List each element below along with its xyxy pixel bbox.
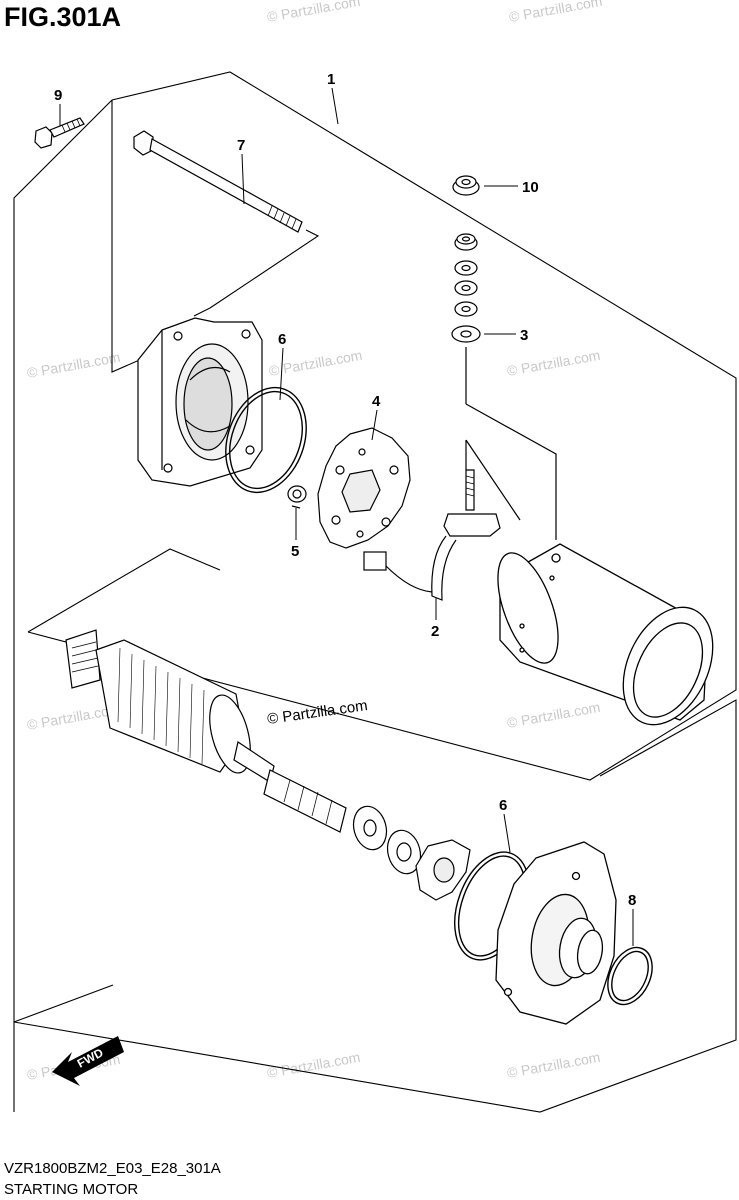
- watermark: © Partzilla.com: [506, 347, 602, 379]
- callout-7: 7: [237, 137, 245, 154]
- front-housing: [495, 841, 617, 1025]
- nut-part-10: [452, 175, 480, 196]
- callout-6-lower: 6: [499, 797, 507, 814]
- washer-stack-part-3: [451, 233, 557, 540]
- bushing-part-5: [287, 485, 307, 509]
- watermark-center: © Partzilla.com: [266, 697, 368, 728]
- o-ring-part-6-upper: [225, 386, 307, 494]
- callout-2: 2: [431, 623, 439, 640]
- model-code: VZR1800BZM2_E03_E28_301A: [4, 1160, 221, 1177]
- callout-8: 8: [628, 892, 636, 909]
- callout-1: 1: [327, 71, 335, 88]
- brush-holder-plate-part-4: [317, 427, 411, 549]
- watermark: © Partzilla.com: [506, 1049, 602, 1081]
- yoke-motor-case: [497, 543, 714, 726]
- watermark: © Partzilla.com: [508, 0, 604, 25]
- armature: [65, 629, 347, 833]
- watermark: © Partzilla.com: [26, 349, 122, 381]
- watermark: © Partzilla.com: [506, 699, 602, 731]
- through-bolt-part-7: [133, 130, 303, 233]
- callout-3: 3: [520, 327, 528, 344]
- diagram-caption: STARTING MOTOR: [4, 1181, 139, 1198]
- bolt-part-9: [34, 117, 85, 149]
- figure-title: FIG.301A: [4, 2, 122, 32]
- rear-housing: [137, 317, 263, 487]
- shaft-washers: [352, 805, 471, 901]
- watermark: © Partzilla.com: [266, 0, 362, 25]
- leader-lines: [59, 87, 634, 946]
- callout-5: 5: [291, 543, 299, 560]
- callout-10: 10: [522, 179, 539, 196]
- o-ring-part-8: [607, 946, 653, 1006]
- callout-4: 4: [372, 393, 381, 410]
- assembly-outline: [13, 71, 737, 1113]
- watermark: © Partzilla.com: [266, 1049, 362, 1081]
- terminal-brush-part-2: [363, 439, 521, 601]
- callout-6-upper: 6: [278, 331, 286, 348]
- callout-9: 9: [54, 87, 62, 104]
